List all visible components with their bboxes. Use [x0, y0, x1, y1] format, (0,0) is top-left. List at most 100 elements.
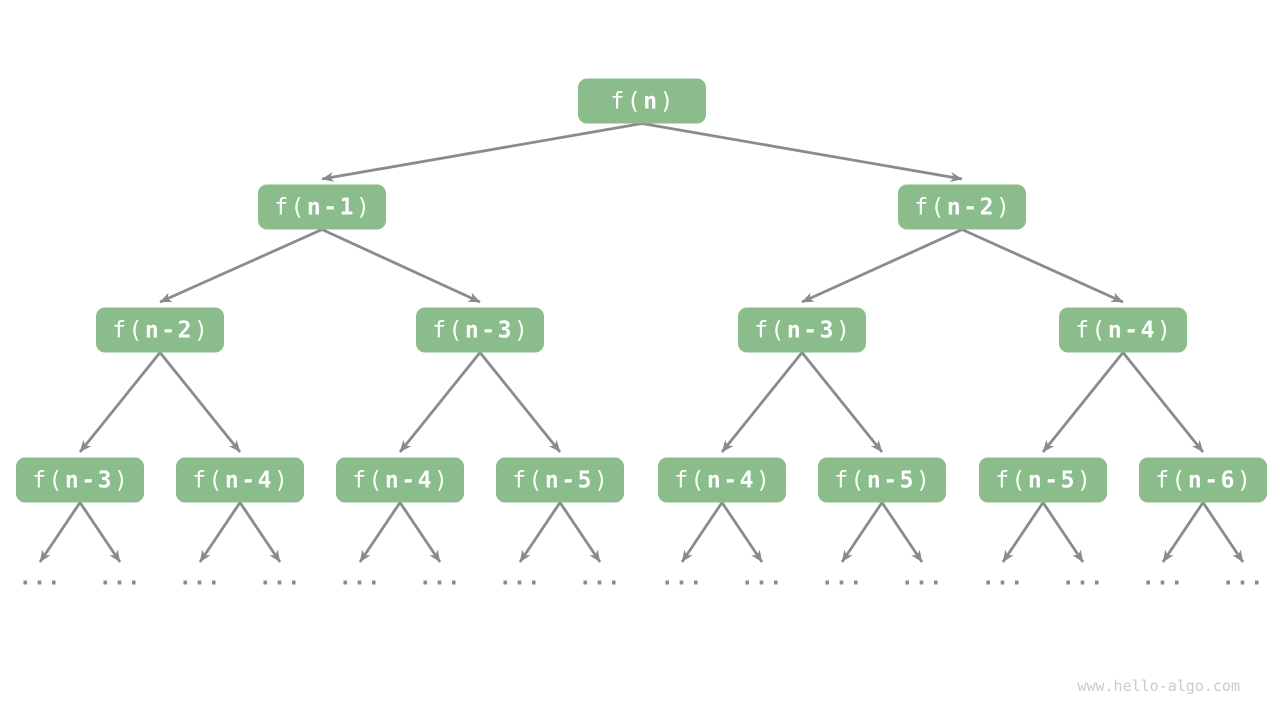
tree-node-f-n-2: f(n-2) — [96, 307, 224, 353]
leaf-ellipsis: ... — [1221, 565, 1265, 591]
leaf-ellipsis: ... — [98, 565, 142, 591]
edge-line — [1201, 501, 1245, 563]
node-label-pre: f( — [274, 194, 307, 220]
node-label-pre: f( — [32, 467, 65, 493]
tree-node-f-n-1: f(n-1) — [258, 184, 386, 230]
node-label-post: ) — [113, 467, 131, 493]
node-label-arg: n-5 — [866, 467, 916, 493]
edge-line — [478, 351, 562, 453]
node-label-arg: n-2 — [946, 194, 996, 220]
node-label-post: ) — [355, 194, 373, 220]
leaf-ellipsis: ... — [498, 565, 542, 591]
node-label-pre: f( — [610, 88, 644, 114]
node-label-arg: n-5 — [544, 467, 594, 493]
edge-line — [1041, 351, 1125, 453]
edge-line — [321, 228, 481, 304]
node-label-pre: f( — [914, 194, 947, 220]
edge-line — [1161, 501, 1205, 563]
node-label-post: ) — [659, 88, 676, 114]
edge-line — [198, 501, 242, 563]
node-label-arg: n-4 — [706, 467, 756, 493]
edge-line — [800, 351, 884, 453]
edge-line — [1041, 501, 1085, 563]
node-label-arg: n-5 — [1027, 467, 1077, 493]
edge-line — [558, 501, 602, 563]
node-label-arg: n-4 — [1107, 317, 1157, 343]
node-label-post: ) — [995, 194, 1013, 220]
tree-node-f-n-2: f(n-2) — [898, 184, 1026, 230]
tree-node-f-n-5: f(n-5) — [496, 457, 624, 503]
node-label-pre: f( — [112, 317, 145, 343]
leaf-ellipsis: ... — [900, 565, 944, 591]
node-label-post: ) — [593, 467, 611, 493]
node-label-arg: n-4 — [384, 467, 434, 493]
tree-node-f-n-5: f(n-5) — [818, 457, 946, 503]
edge-line — [398, 501, 442, 563]
node-label-arg: n-4 — [224, 467, 274, 493]
tree-node-f-n-4: f(n-4) — [1059, 307, 1187, 353]
tree-node-f-n-4: f(n-4) — [658, 457, 786, 503]
edge-line — [1121, 351, 1205, 453]
node-label-pre: f( — [674, 467, 707, 493]
edge-line — [78, 501, 122, 563]
node-label-pre: f( — [995, 467, 1028, 493]
tree-node-f-n-6: f(n-6) — [1139, 457, 1267, 503]
node-label-arg: n-3 — [64, 467, 114, 493]
node-label-pre: f( — [1075, 317, 1108, 343]
node-label-post: ) — [915, 467, 933, 493]
leaf-ellipsis: ... — [981, 565, 1025, 591]
node-label-post: ) — [835, 317, 853, 343]
node-label-post: ) — [1156, 317, 1174, 343]
edge-line — [518, 501, 562, 563]
node-label-post: ) — [513, 317, 531, 343]
edge-line — [1001, 501, 1045, 563]
leaf-ellipsis: ... — [1061, 565, 1105, 591]
tree-node-f-n-4: f(n-4) — [176, 457, 304, 503]
edge-line — [158, 351, 242, 453]
node-label-pre: f( — [1155, 467, 1188, 493]
node-label-post: ) — [193, 317, 211, 343]
node-label-pre: f( — [352, 467, 385, 493]
edge-line — [680, 501, 724, 563]
node-label-pre: f( — [834, 467, 867, 493]
node-label-post: ) — [1076, 467, 1094, 493]
edge-line — [801, 228, 963, 304]
tree-node-f-n-5: f(n-5) — [979, 457, 1107, 503]
edge-line — [321, 122, 643, 182]
edge-line — [358, 501, 402, 563]
leaf-ellipsis: ... — [740, 565, 784, 591]
tree-node-f-n-3: f(n-3) — [16, 457, 144, 503]
node-label-arg: n-3 — [786, 317, 836, 343]
node-label-post: ) — [433, 467, 451, 493]
edge-line — [720, 501, 764, 563]
edge-line — [238, 501, 282, 563]
edge-line — [641, 122, 963, 182]
node-label-arg: n — [643, 88, 660, 114]
edge-line — [38, 501, 82, 563]
edge-line — [159, 228, 323, 304]
leaf-ellipsis: ... — [820, 565, 864, 591]
edge-line — [78, 351, 162, 453]
leaf-ellipsis: ... — [258, 565, 302, 591]
node-label-pre: f( — [512, 467, 545, 493]
edge-line — [720, 351, 804, 453]
edge-line — [880, 501, 924, 563]
node-label-post: ) — [1236, 467, 1254, 493]
node-label-arg: n-2 — [144, 317, 194, 343]
edge-line — [840, 501, 884, 563]
tree-node-f-n-4: f(n-4) — [336, 457, 464, 503]
leaf-ellipsis: ... — [338, 565, 382, 591]
leaf-ellipsis: ... — [1141, 565, 1185, 591]
leaf-ellipsis: ... — [178, 565, 222, 591]
leaf-ellipsis: ... — [18, 565, 62, 591]
node-label-pre: f( — [754, 317, 787, 343]
tree-node-f-n-3: f(n-3) — [738, 307, 866, 353]
node-label-arg: n-1 — [306, 194, 356, 220]
edge-line — [961, 228, 1124, 304]
tree-node-f-n: f(n) — [578, 78, 706, 124]
node-label-arg: n-3 — [464, 317, 514, 343]
node-label-pre: f( — [432, 317, 465, 343]
leaf-ellipsis: ... — [418, 565, 462, 591]
